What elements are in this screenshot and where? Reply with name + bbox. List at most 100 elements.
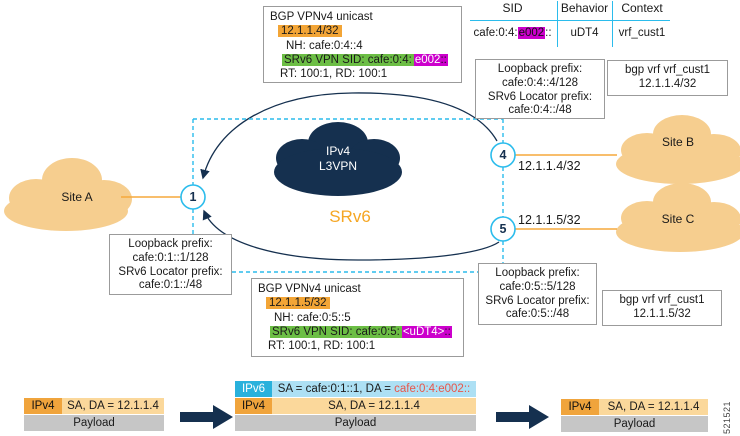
core-cloud-line2: L3VPN [318,159,358,173]
site-c-cloud [616,183,740,252]
node-1-circle [180,184,206,210]
ipv4-header: SA, DA = 12.1.1.4 [272,398,476,414]
packet-mid-ipv6-row: IPv6 SA = cafe:0:1::1, DA = cafe:0:4:e00… [235,381,476,397]
packet-ingress-payload-row: Payload [24,415,164,431]
bgp-top-prefix: 12.1.1.4/32 [278,25,342,38]
payload: Payload [235,415,476,431]
bgp-bottom-sid-line: SRv6 VPN SID: cafe:0:5:<uDT4>:: [258,325,457,339]
bgp-top-sid-line: SRv6 VPN SID: cafe:0:4:e002:: [270,53,455,67]
pe1-locator-value: cafe:0:1::/48 [138,279,203,292]
sid-table-separator-2 [612,1,613,47]
packet-mid-ipv4-row: IPv4 SA, DA = 12.1.1.4 [235,398,476,414]
site-c-label: Site C [661,212,695,226]
sid-function-highlight: e002 [517,27,546,39]
payload: Payload [561,416,708,432]
node-5-circle [490,216,516,242]
vrf-box-pe4: bgp vrf vrf_cust1 12.1.1.4/32 [607,60,728,96]
ipv6-header: SA = cafe:0:1::1, DA = cafe:0:4:e002:: [272,381,476,397]
advertisement-arc-top [200,92,498,180]
packet-encapsulated: IPv6 SA = cafe:0:1::1, DA = cafe:0:4:e00… [235,381,476,431]
pe1-loopback-label: Loopback prefix: [128,238,213,250]
packet-ingress: IPv4 SA, DA = 12.1.1.4 Payload [24,398,164,431]
packet-egress: IPv4 SA, DA = 12.1.1.4 Payload [561,399,708,432]
bgp-top-nexthop: NH: cafe:0:4::4 [286,39,363,52]
site-b-cloud [616,115,740,184]
sid-table-header-behavior: Behavior [560,1,609,15]
sid-behavior-context-table: SID Behavior Context cafe:0:4:e002:: uDT… [468,1,672,47]
packet-ingress-ipv4-row: IPv4 SA, DA = 12.1.1.4 [24,398,164,414]
pe5-prefix-label: 12.1.1.5/32 [518,213,581,227]
packet-flow-arrows [180,405,549,429]
core-cloud-label: IPv4 L3VPN [288,144,388,174]
site-a-cloud [4,158,132,231]
sid-table-cell-context: vrf_cust1 [618,27,666,39]
sid-table-cell-sid: cafe:0:4:e002:: [473,27,552,39]
bgp-bottom-title: BGP VPNv4 unicast [258,283,361,295]
payload: Payload [24,415,164,431]
pe-nodes [180,142,516,242]
loopback-box-pe4: Loopback prefix: cafe:0:4::4/128 SRv6 Lo… [475,59,605,119]
pe4-vrf-prefix: 12.1.1.4/32 [638,77,697,90]
bgp-top-sid-locator: SRv6 VPN SID: cafe:0:4: [282,53,414,66]
bgp-top-rt-rd: RT: 100:1, RD: 100:1 [280,68,388,81]
packet-egress-payload-row: Payload [561,416,708,432]
flow-arrow-left [180,405,233,429]
pe5-vrf-prefix: 12.1.1.5/32 [633,307,691,320]
sid-table-header-context: Context [621,1,663,15]
bgp-bottom-prefix: 12.1.1.5/32 [266,297,330,310]
loopback-box-pe5: Loopback prefix: cafe:0:5::5/128 SRv6 Lo… [478,263,597,325]
bgp-bottom-rt-rd: RT: 100:1, RD: 100:1 [268,340,376,353]
site-a-label: Site A [61,190,93,204]
pe4-locator-value: cafe:0:4::/48 [508,104,572,117]
bgp-top-title: BGP VPNv4 unicast [270,11,373,23]
ipv4-tag: IPv4 [561,399,599,415]
srv6-domain-label: SRv6 [329,207,371,226]
sid-table-header-row: SID Behavior Context [468,1,672,15]
pe4-loopback-label: Loopback prefix: [497,63,583,75]
pe1-loopback-value: cafe:0:1::1/128 [132,251,209,264]
ipv4-tag: IPv4 [24,398,62,414]
vrf-box-pe5: bgp vrf vrf_cust1 12.1.1.5/32 [602,290,722,326]
ipv4-tag: IPv4 [235,398,272,414]
l3vpn-core-cloud [274,122,402,196]
node-5-label: 5 [499,222,507,236]
dashed-relations [192,118,504,273]
ipv4-header: SA, DA = 12.1.1.4 [62,398,164,414]
sid-table-underline [470,20,670,21]
pe4-prefix-label: 12.1.1.4/32 [518,159,581,173]
node-1-label: 1 [189,190,197,204]
packet-egress-ipv4-row: IPv4 SA, DA = 12.1.1.4 [561,399,708,415]
site-b-label: Site B [661,135,694,149]
pe4-vrf-name: bgp vrf vrf_cust1 [624,64,710,76]
sid-table-header-sid: SID [502,1,523,15]
ipv6-tag: IPv6 [235,381,272,397]
bgp-bottom-nexthop: NH: cafe:0:5::5 [274,311,351,324]
ipv6-da-sid: cafe:0:4:e002:: [394,383,471,395]
bgp-bottom-prefix-line: 12.1.1.5/32 [258,296,457,310]
pe5-locator-value: cafe:0:5::/48 [505,308,570,321]
packet-mid-payload-row: Payload [235,415,476,431]
node-4-label: 4 [499,148,507,162]
access-links [121,154,617,230]
bgp-vpnv4-box-bottom: BGP VPNv4 unicast 12.1.1.5/32 NH: cafe:0… [251,278,464,357]
pe1-locator-label: SRv6 Locator prefix: [118,265,223,278]
pe5-loopback-label: Loopback prefix: [495,267,580,279]
sid-table-data-row: cafe:0:4:e002:: uDT4 vrf_cust1 [468,27,672,39]
sid-table-cell-behavior: uDT4 [570,27,599,39]
pe5-locator-label: SRv6 Locator prefix: [485,294,590,307]
sid-table-separator-1 [557,1,558,47]
pe4-locator-label: SRv6 Locator prefix: [487,90,593,103]
bgp-vpnv4-box-top: BGP VPNv4 unicast 12.1.1.4/32 NH: cafe:0… [263,6,462,83]
core-cloud-line1: IPv4 [325,144,350,158]
bgp-top-prefix-line: 12.1.1.4/32 [270,24,455,38]
bgp-top-sid-function: e002:: [413,53,448,66]
loopback-box-pe1: Loopback prefix: cafe:0:1::1/128 SRv6 Lo… [109,234,232,295]
bgp-bottom-sid-locator: SRv6 VPN SID: cafe:0:5: [270,325,402,338]
ipv4-header: SA, DA = 12.1.1.4 [599,399,708,415]
pe4-loopback-value: cafe:0:4::4/128 [501,76,579,89]
figure-id-watermark: 521521 [722,400,732,434]
pe5-loopback-value: cafe:0:5::5/128 [499,280,576,293]
bgp-bottom-sid-function: <uDT4>:: [401,325,452,338]
